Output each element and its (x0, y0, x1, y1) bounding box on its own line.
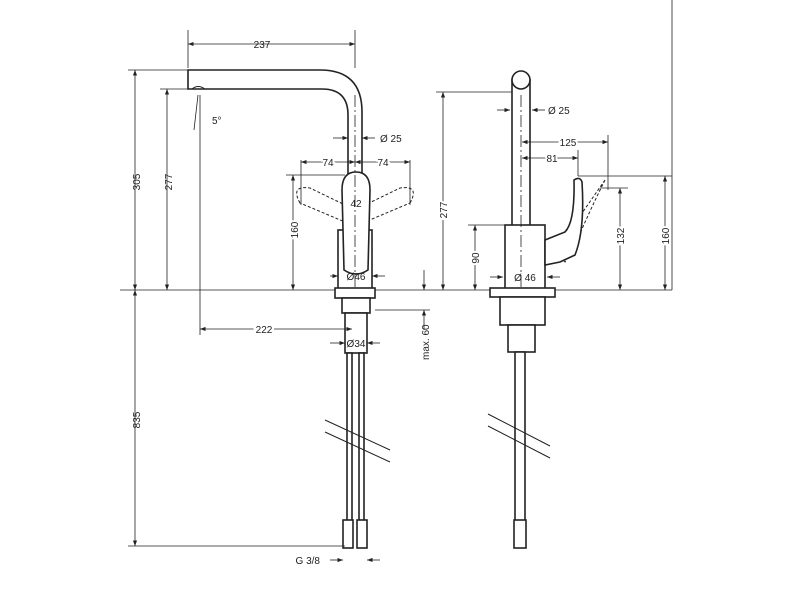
handle-right-dashed (364, 187, 414, 223)
side-view-faucet (487, 70, 606, 549)
front-dimension-labels: 237 305 835 277 5° Ø 25 74 74 42 160 Ø46… (132, 40, 432, 567)
front-view-faucet (187, 69, 414, 549)
dim-g38: G 3/8 (296, 556, 321, 567)
side-dimension-lines (436, 91, 672, 290)
dim-shank-diameter: Ø34 (347, 339, 366, 350)
dim-5deg: 5° (212, 116, 222, 127)
side-dimension-labels: Ø 25 125 81 277 90 Ø 46 132 160 (437, 106, 674, 284)
side-dim-spout-diameter: Ø 25 (548, 106, 570, 117)
side-dim-132: 132 (616, 227, 627, 244)
dim-74-left: 74 (322, 158, 334, 169)
dim-max-60: max. 60 (421, 324, 432, 360)
side-dim-90: 90 (471, 252, 482, 264)
dim-160: 160 (290, 221, 301, 238)
dim-74-right: 74 (377, 158, 389, 169)
side-dim-body-diameter: Ø 46 (514, 273, 536, 284)
handle-left-dashed (296, 187, 346, 223)
side-dim-277: 277 (439, 201, 450, 218)
dim-spout-diameter: Ø 25 (380, 134, 402, 145)
side-dim-81: 81 (546, 154, 558, 165)
dim-body-diameter: Ø46 (347, 272, 366, 283)
dim-42: 42 (350, 199, 362, 210)
dim-222: 222 (256, 325, 273, 336)
front-dimension-lines (128, 30, 430, 563)
side-handle (544, 177, 584, 266)
dim-305: 305 (132, 173, 143, 190)
side-dim-160: 160 (661, 227, 672, 244)
handle (341, 171, 371, 275)
dim-835: 835 (132, 411, 143, 428)
dim-277: 277 (164, 173, 175, 190)
side-dim-125: 125 (560, 138, 577, 149)
dim-237: 237 (254, 40, 271, 51)
